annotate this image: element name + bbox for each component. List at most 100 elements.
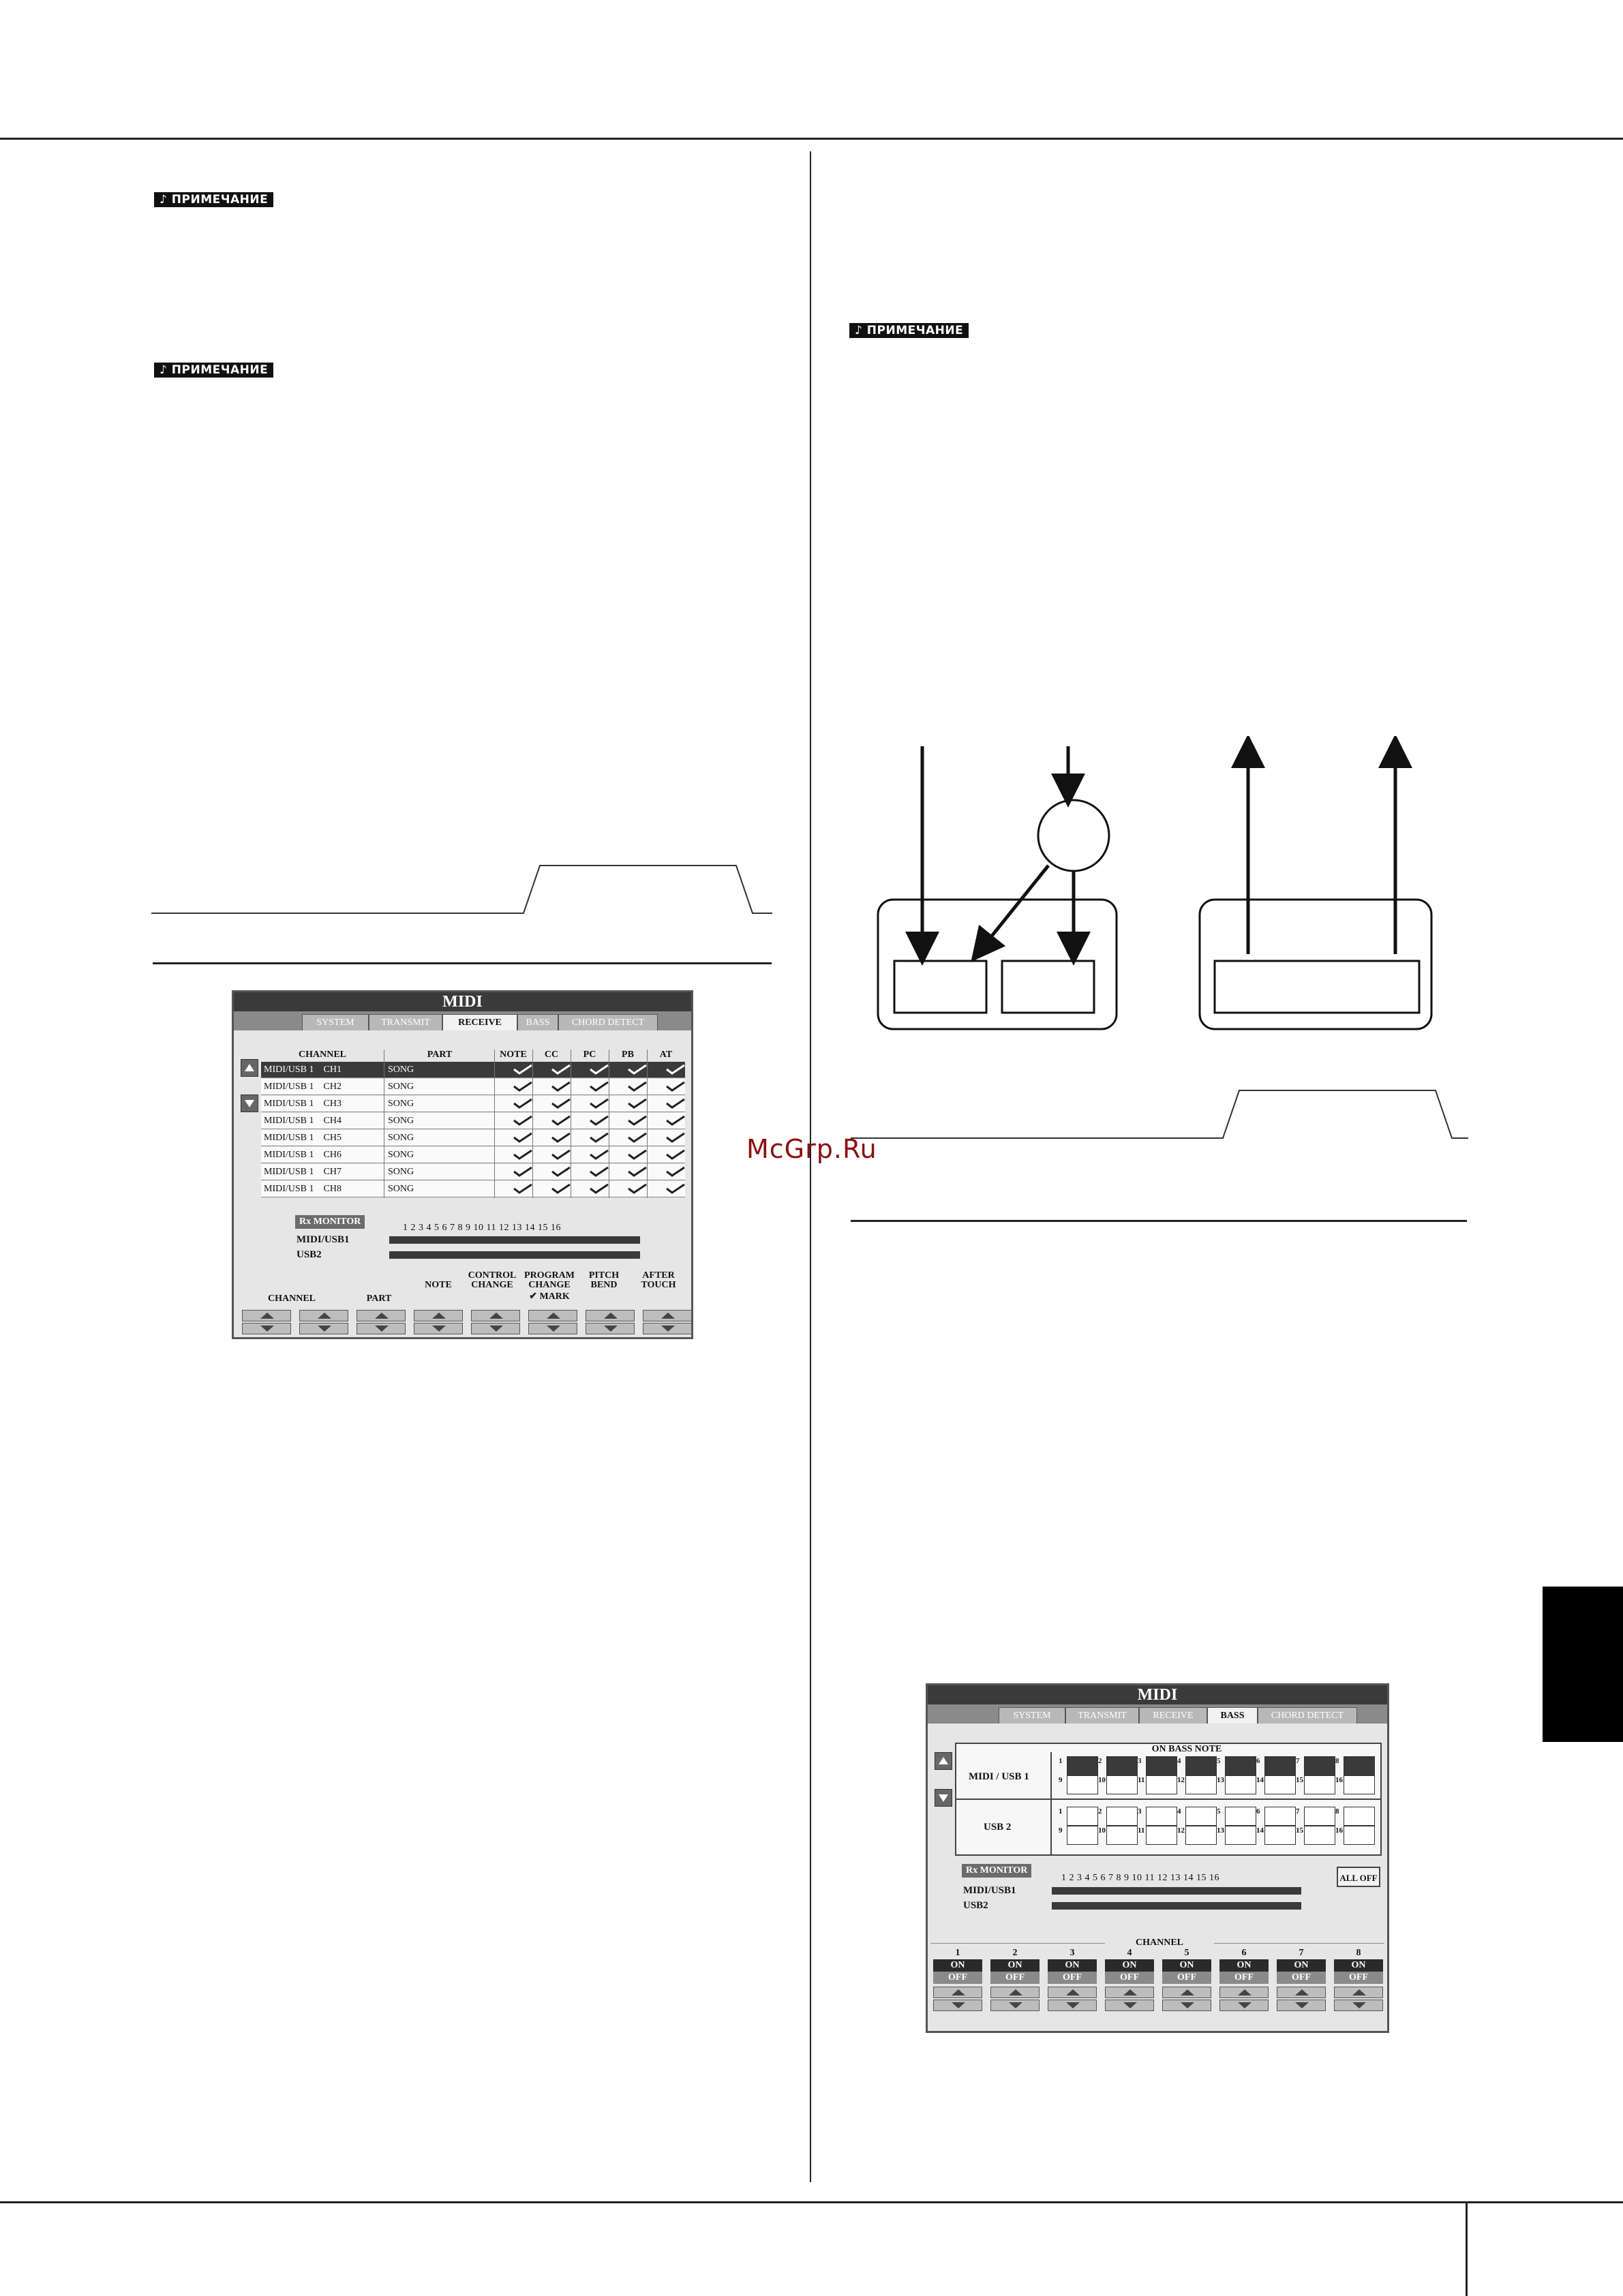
bass-note-toggle[interactable] bbox=[1264, 1756, 1296, 1775]
down-arrow-icon[interactable] bbox=[357, 1323, 406, 1334]
up-arrow-icon[interactable] bbox=[471, 1310, 520, 1321]
up-arrow-icon[interactable] bbox=[1219, 1987, 1269, 1998]
checkmark-icon[interactable] bbox=[589, 1149, 609, 1160]
up-arrow-icon[interactable] bbox=[933, 1987, 982, 1998]
program-change-updown-button[interactable] bbox=[528, 1310, 577, 1334]
checkmark-icon[interactable] bbox=[513, 1064, 533, 1075]
bass-note-toggle[interactable] bbox=[1106, 1807, 1138, 1826]
bass-note-toggle[interactable] bbox=[1106, 1775, 1138, 1794]
up-arrow-icon[interactable] bbox=[990, 1987, 1040, 1998]
checkmark-icon[interactable] bbox=[589, 1081, 609, 1092]
checkmark-icon[interactable] bbox=[513, 1183, 533, 1194]
channel-updown-button[interactable] bbox=[242, 1310, 291, 1334]
checkmark-icon[interactable] bbox=[513, 1098, 533, 1109]
off-label[interactable]: OFF bbox=[1219, 1972, 1269, 1984]
channel-2-updown-button[interactable] bbox=[299, 1310, 348, 1334]
checkmark-icon[interactable] bbox=[665, 1081, 686, 1092]
bass-note-toggle[interactable] bbox=[1146, 1775, 1177, 1794]
channel-updown-button[interactable] bbox=[1048, 1987, 1097, 2011]
on-label[interactable]: ON bbox=[1219, 1959, 1269, 1972]
up-arrow-icon[interactable] bbox=[1162, 1987, 1211, 1998]
on-label[interactable]: ON bbox=[1105, 1959, 1154, 1972]
down-arrow-icon[interactable] bbox=[933, 2000, 982, 2011]
down-arrow-icon[interactable] bbox=[1219, 2000, 1269, 2011]
bass-note-toggle[interactable] bbox=[1225, 1756, 1256, 1775]
channel-updown-button[interactable] bbox=[1277, 1987, 1326, 2011]
checkmark-icon[interactable] bbox=[589, 1166, 609, 1177]
bass-note-toggle[interactable] bbox=[1264, 1807, 1296, 1826]
off-label[interactable]: OFF bbox=[1105, 1972, 1154, 1984]
checkmark-icon[interactable] bbox=[589, 1132, 609, 1143]
down-arrow-icon[interactable] bbox=[1048, 2000, 1097, 2011]
off-label[interactable]: OFF bbox=[933, 1972, 982, 1984]
bass-note-toggle[interactable] bbox=[1304, 1826, 1335, 1845]
bass-note-toggle[interactable] bbox=[1185, 1826, 1217, 1845]
checkmark-icon[interactable] bbox=[665, 1064, 686, 1075]
down-arrow-icon[interactable] bbox=[1162, 2000, 1211, 2011]
tab-chord-detect[interactable]: CHORD DETECT bbox=[558, 1014, 658, 1030]
up-arrow-icon[interactable] bbox=[299, 1310, 348, 1321]
all-off-button[interactable]: ALL OFF bbox=[1337, 1867, 1380, 1887]
down-arrow-icon[interactable] bbox=[1334, 2000, 1383, 2011]
scroll-down-button[interactable] bbox=[935, 1789, 952, 1807]
checkmark-icon[interactable] bbox=[665, 1115, 686, 1126]
note-updown-button[interactable] bbox=[414, 1310, 463, 1334]
bass-note-toggle[interactable] bbox=[1225, 1826, 1256, 1845]
tab-receive[interactable]: RECEIVE bbox=[442, 1014, 517, 1030]
channel-updown-button[interactable] bbox=[1334, 1987, 1383, 2011]
checkmark-icon[interactable] bbox=[551, 1081, 571, 1092]
bass-note-toggle[interactable] bbox=[1146, 1807, 1177, 1826]
checkmark-icon[interactable] bbox=[627, 1132, 648, 1143]
tab-chord-detect[interactable]: CHORD DETECT bbox=[1258, 1707, 1357, 1724]
part-updown-button[interactable] bbox=[357, 1310, 406, 1334]
checkmark-icon[interactable] bbox=[627, 1149, 648, 1160]
scroll-down-button[interactable] bbox=[241, 1095, 258, 1112]
tab-transmit[interactable]: TRANSMIT bbox=[1065, 1707, 1139, 1724]
scroll-up-button[interactable] bbox=[241, 1059, 258, 1077]
checkmark-icon[interactable] bbox=[513, 1166, 533, 1177]
channel-updown-button[interactable] bbox=[933, 1987, 982, 2011]
down-arrow-icon[interactable] bbox=[471, 1323, 520, 1334]
checkmark-icon[interactable] bbox=[627, 1183, 648, 1194]
pitch-bend-updown-button[interactable] bbox=[586, 1310, 635, 1334]
down-arrow-icon[interactable] bbox=[990, 2000, 1040, 2011]
down-arrow-icon[interactable] bbox=[414, 1323, 463, 1334]
tab-system[interactable]: SYSTEM bbox=[302, 1014, 369, 1030]
checkmark-icon[interactable] bbox=[589, 1064, 609, 1075]
off-label[interactable]: OFF bbox=[990, 1972, 1040, 1984]
up-arrow-icon[interactable] bbox=[643, 1310, 692, 1321]
bass-note-toggle[interactable] bbox=[1185, 1807, 1217, 1826]
checkmark-icon[interactable] bbox=[551, 1098, 571, 1109]
up-arrow-icon[interactable] bbox=[1277, 1987, 1326, 1998]
checkmark-icon[interactable] bbox=[665, 1166, 686, 1177]
checkmark-icon[interactable] bbox=[627, 1098, 648, 1109]
checkmark-icon[interactable] bbox=[627, 1166, 648, 1177]
checkmark-icon[interactable] bbox=[627, 1115, 648, 1126]
checkmark-icon[interactable] bbox=[589, 1098, 609, 1109]
bass-note-toggle[interactable] bbox=[1225, 1775, 1256, 1794]
bass-note-toggle[interactable] bbox=[1106, 1756, 1138, 1775]
tab-bass[interactable]: BASS bbox=[517, 1014, 558, 1030]
checkmark-icon[interactable] bbox=[627, 1064, 648, 1075]
checkmark-icon[interactable] bbox=[589, 1183, 609, 1194]
off-label[interactable]: OFF bbox=[1334, 1972, 1383, 1984]
channel-updown-button[interactable] bbox=[1162, 1987, 1211, 2011]
tab-system[interactable]: SYSTEM bbox=[999, 1707, 1065, 1724]
on-label[interactable]: ON bbox=[1048, 1959, 1097, 1972]
on-label[interactable]: ON bbox=[990, 1959, 1040, 1972]
down-arrow-icon[interactable] bbox=[528, 1323, 577, 1334]
up-arrow-icon[interactable] bbox=[414, 1310, 463, 1321]
checkmark-icon[interactable] bbox=[513, 1149, 533, 1160]
channel-updown-button[interactable] bbox=[1105, 1987, 1154, 2011]
bass-note-toggle[interactable] bbox=[1304, 1756, 1335, 1775]
on-label[interactable]: ON bbox=[1334, 1959, 1383, 1972]
